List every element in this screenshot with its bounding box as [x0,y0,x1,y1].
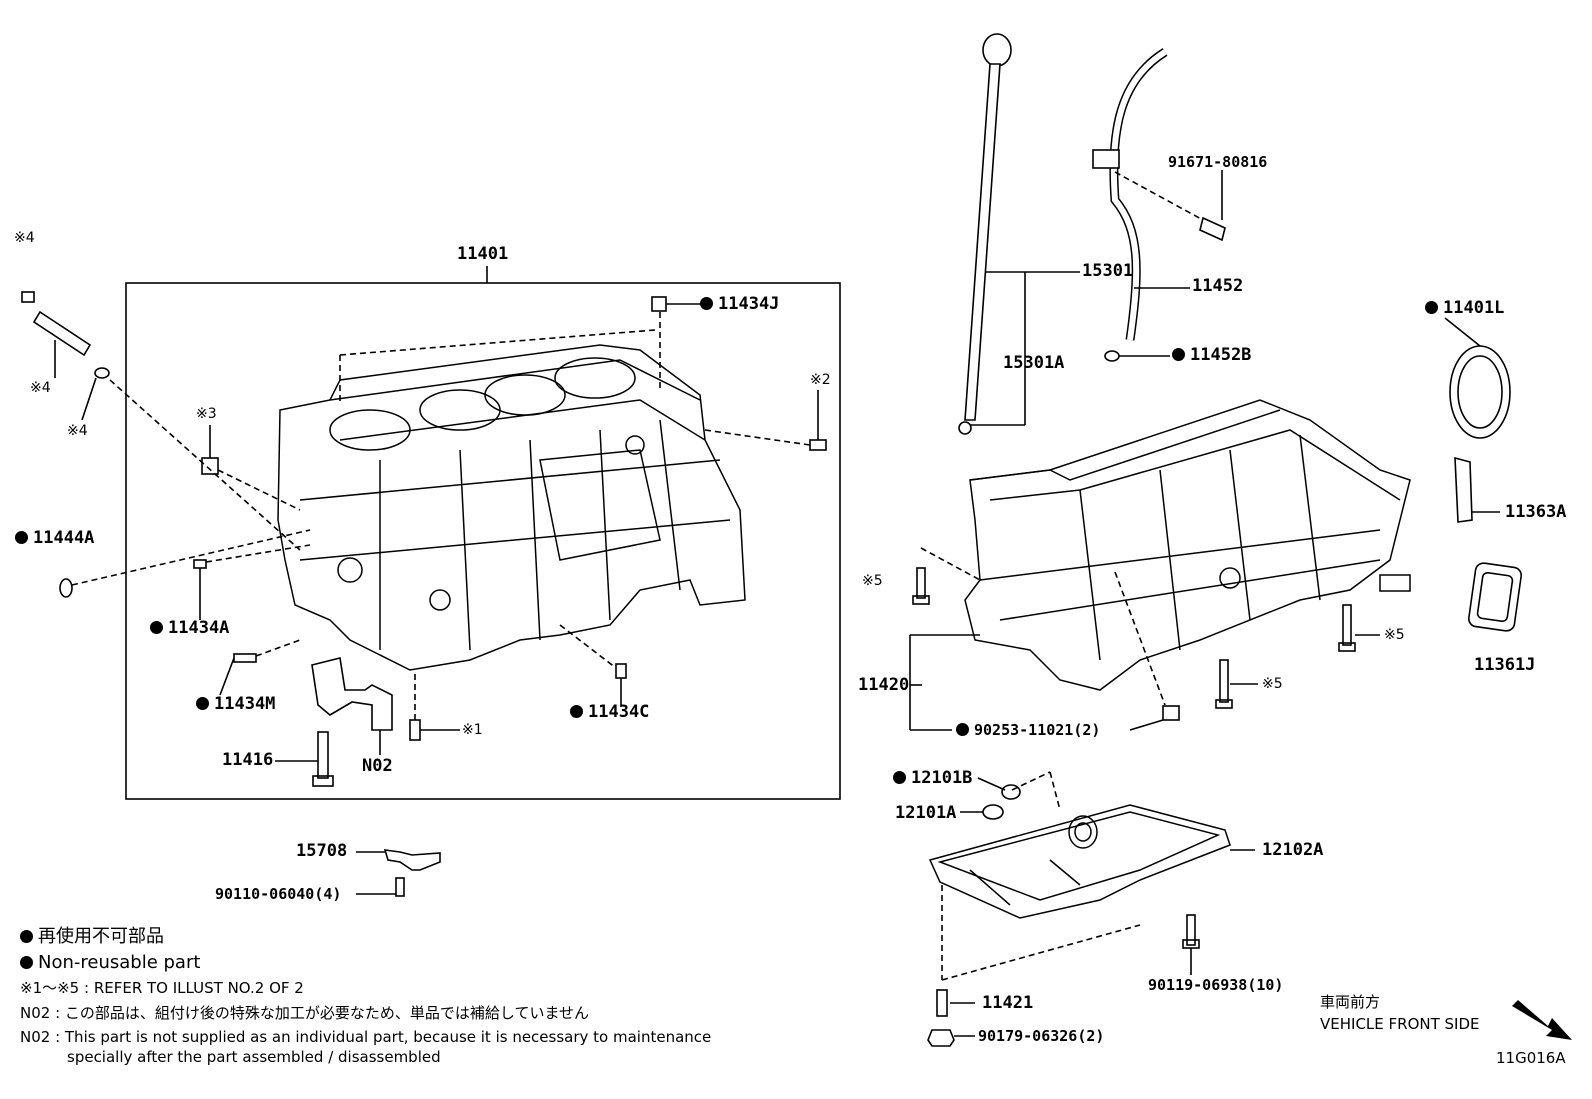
bolt-90119 [1182,914,1200,975]
label-11401: 11401 [457,244,509,264]
label-91671: 91671-80816 [1168,153,1268,171]
ref-5-bottom: ※5 [1262,676,1283,692]
plug-3 [201,457,219,475]
legend-jp: 再使用不可部品 [20,928,164,946]
label-11452: 11452 [1192,276,1244,296]
bolt-91671 [1114,170,1226,242]
label-90119: 90119-06938(10) [1148,976,1284,994]
cylinder-block-frame [125,282,841,800]
label-11434M: 11434M [196,696,275,713]
non-reusable-dot [1425,301,1438,314]
plug-12101A [982,804,1004,820]
plug-11434J [651,296,667,312]
label-90110: 90110-06040(4) [215,885,342,903]
ref-5-right: ※5 [1384,627,1405,643]
legend-dot [20,956,33,969]
label-11434A: 11434A [150,620,229,637]
ref-4-top: ※4 [14,230,35,246]
gasket-12101B [1001,784,1021,800]
label-11434C: 11434C [570,704,649,721]
pin-right [809,439,827,451]
label-15708: 15708 [296,841,348,861]
dipstick [958,33,1080,435]
front-label-jp: 車両前方 [1320,993,1381,1011]
ref-2: ※2 [810,372,831,388]
oil-pan-upper [964,399,1411,691]
dipstick-guide [1092,48,1190,362]
legend-dot [20,930,33,943]
non-reusable-dot [893,771,906,784]
label-90179: 90179-06326(2) [978,1027,1105,1045]
pin-11434C [615,663,627,679]
pin-11434A [193,559,207,569]
legend-refer: ※1～※5 : REFER TO ILLUST NO.2 OF 2 [20,979,304,997]
note-n02-en-1: N02 : This part is not supplied as an in… [20,1028,712,1046]
bolt-11416 [275,731,334,787]
label-12101A: 12101A [895,803,957,823]
bolt-5c [1215,659,1258,709]
pin-11434M [233,653,257,663]
nut-90179 [927,1029,955,1047]
front-label-en: VEHICLE FRONT SIDE [1320,1015,1480,1033]
ref-5-left: ※5 [862,573,883,589]
plug-90253 [1114,571,1180,731]
oil-seal-11401L [1444,317,1511,439]
non-reusable-dot [700,297,713,310]
note-n02-en-2: specially after the part assembled / dis… [67,1048,441,1066]
o-ring-11444A [59,578,73,598]
label-12102A: 12102A [1262,840,1324,860]
label-11452B: 11452B [1172,347,1251,364]
label-11361J: 11361J [1474,655,1536,675]
oil-pan-lower [928,804,1231,919]
non-reusable-dot [150,621,163,634]
bearing-cap [311,657,393,731]
label-N02: N02 [362,756,393,776]
non-reusable-dot [1172,348,1185,361]
ref-4-mid: ※4 [30,380,51,396]
label-11434J: 11434J [700,296,779,313]
washer-11363A [1454,456,1473,523]
non-reusable-dot [956,723,969,736]
label-15301: 15301 [1082,261,1134,281]
pin-1 [409,719,421,741]
label-11444A: 11444A [15,530,94,547]
sensor-15708 [383,849,441,871]
legend-en: Non-reusable part [20,954,200,972]
label-15301A: 15301A [1003,353,1065,373]
label-11421: 11421 [982,993,1034,1013]
stud-11421 [936,989,948,1017]
non-reusable-dot [196,697,209,710]
non-reusable-dot [15,531,28,544]
oil-jet-assembly [21,291,301,551]
illustration-id: 11G016A [1496,1049,1566,1067]
ref-3: ※3 [196,406,217,422]
label-11420: 11420 [858,675,910,695]
bolt-90110 [395,877,405,897]
label-12101B: 12101B [893,770,972,787]
ref-1: ※1 [462,722,483,738]
front-arrow [1512,1000,1572,1040]
note-n02-jp: N02 : この部品は、組付け後の特殊な加工が必要なため、単品では補給していませ… [20,1004,590,1022]
gasket-11361J [1468,562,1522,632]
label-90253: 90253-11021(2) [956,723,1100,738]
ref-4-bot: ※4 [67,423,88,439]
bolt-5a [912,547,981,605]
label-11363A: 11363A [1505,502,1567,522]
cylinder-block [277,344,746,671]
label-11401L: 11401L [1425,300,1504,317]
bolt-5b [1338,604,1380,652]
non-reusable-dot [570,705,583,718]
label-11416: 11416 [222,750,274,770]
